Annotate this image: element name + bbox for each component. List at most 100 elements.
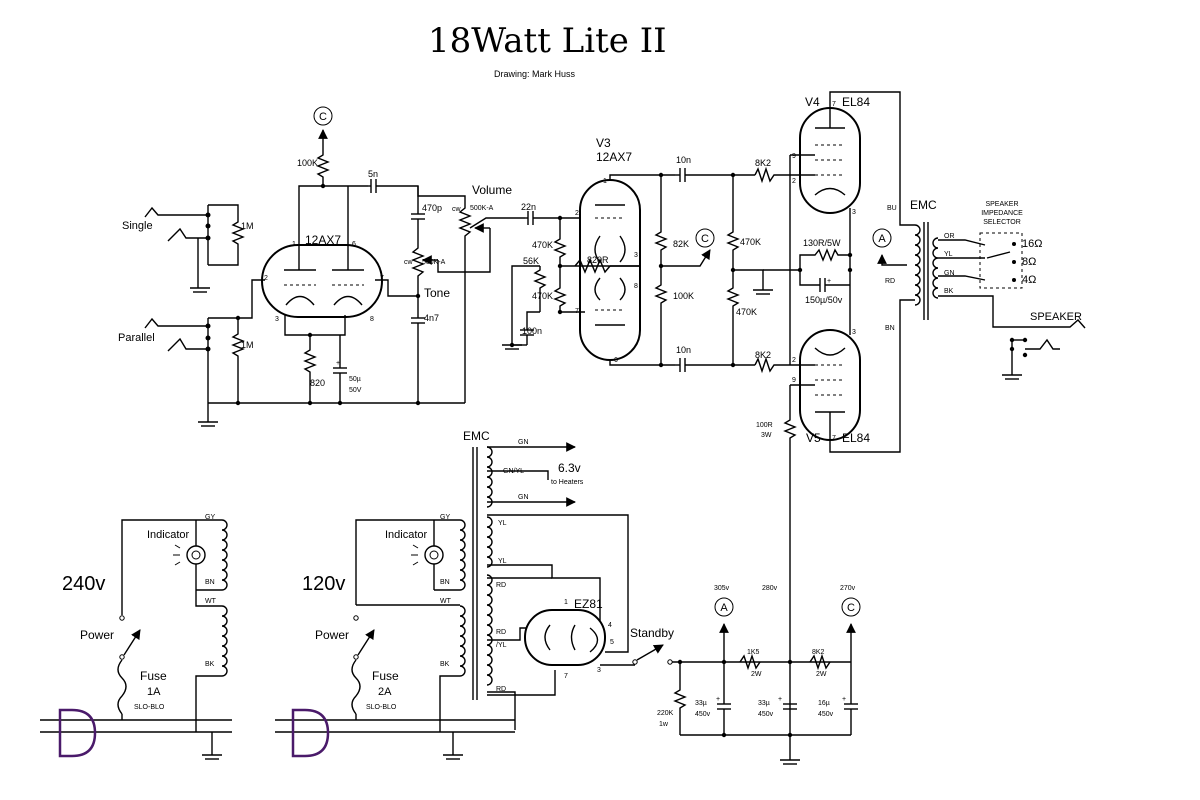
- indicator-lamp-240: [186, 545, 206, 565]
- svg-text:130R/5W: 130R/5W: [803, 238, 841, 248]
- svg-text:220K: 220K: [657, 710, 674, 717]
- tone-pot[interactable]: [411, 245, 425, 318]
- mains-240v-label: 240v: [62, 573, 105, 595]
- svg-text:6: 6: [614, 357, 618, 364]
- volume-pot[interactable]: [458, 205, 472, 403]
- svg-text:470p: 470p: [422, 203, 442, 213]
- svg-text:22n: 22n: [521, 202, 536, 212]
- svg-text:470K: 470K: [532, 240, 553, 250]
- svg-text:5: 5: [610, 639, 614, 646]
- svg-text:16Ω: 16Ω: [1022, 238, 1042, 250]
- svg-text:1: 1: [292, 241, 296, 248]
- node-c-marker: [313, 106, 333, 126]
- svg-text:16µ: 16µ: [818, 700, 830, 707]
- mains-plug-120: [291, 708, 330, 758]
- svg-text:IMPEDANCE: IMPEDANCE: [981, 210, 1023, 217]
- resistor-470k-a: [553, 236, 567, 266]
- svg-text:C: C: [847, 602, 855, 614]
- label-50v: 50V: [349, 387, 362, 394]
- svg-text:EL84: EL84: [842, 431, 870, 445]
- parallel-jack[interactable]: [144, 317, 208, 329]
- svg-text:7: 7: [832, 435, 836, 442]
- parallel-input-label: Parallel: [118, 332, 155, 344]
- svg-text:Fuse: Fuse: [372, 669, 399, 683]
- svg-text:GY: GY: [440, 514, 450, 521]
- svg-text:1w: 1w: [659, 721, 669, 728]
- svg-text:33µ: 33µ: [695, 700, 707, 707]
- svg-text:+: +: [842, 696, 846, 703]
- svg-text:cw: cw: [452, 206, 462, 213]
- svg-text:EZ81: EZ81: [574, 597, 603, 611]
- svg-text:GN/YL: GN/YL: [503, 468, 524, 475]
- svg-text:1K5: 1K5: [747, 649, 760, 656]
- impedance-selector-switch[interactable]: [986, 251, 1011, 259]
- svg-text:3W: 3W: [761, 432, 772, 439]
- svg-text:YL: YL: [498, 558, 507, 565]
- svg-text:450v: 450v: [695, 711, 711, 718]
- mains-plug-240: [58, 708, 97, 758]
- svg-text:4n7: 4n7: [424, 313, 439, 323]
- svg-text:500K-A: 500K-A: [422, 259, 446, 266]
- svg-text:A: A: [878, 233, 886, 245]
- svg-text:10n: 10n: [676, 345, 691, 355]
- resistor-1m-single: [208, 218, 245, 266]
- fuse-240: [117, 659, 127, 715]
- svg-text:EL84: EL84: [842, 95, 870, 109]
- svg-text:BK: BK: [205, 661, 215, 668]
- power-switch-240[interactable]: [123, 629, 141, 656]
- svg-text:WT: WT: [205, 598, 217, 605]
- svg-text:470K: 470K: [736, 307, 757, 317]
- svg-text:100K: 100K: [673, 291, 694, 301]
- svg-text:+: +: [827, 278, 831, 285]
- single-jack[interactable]: [144, 206, 208, 218]
- mains-120v-section: 120v Indicator GY BN WT BK Power Fuse 2A…: [275, 514, 515, 760]
- svg-text:1M: 1M: [241, 340, 254, 350]
- svg-text:6: 6: [352, 241, 356, 248]
- standby-switch[interactable]: [636, 644, 664, 661]
- svg-text:SLO-BLO: SLO-BLO: [366, 704, 397, 711]
- svg-text:YL: YL: [498, 520, 507, 527]
- power-transformer: EMC GN GN/YL GN 6.3v to Heaters YL YL RD…: [463, 429, 629, 730]
- svg-text:100R: 100R: [756, 422, 773, 429]
- svg-text:Power: Power: [315, 628, 349, 642]
- svg-text:to Heaters: to Heaters: [551, 479, 584, 486]
- svg-text:56K: 56K: [523, 256, 539, 266]
- power-switch-120[interactable]: [357, 629, 375, 656]
- preamp-section: C 100K 5n 12AX7 1 6 2 7 3 8: [118, 106, 525, 427]
- svg-text:2: 2: [264, 275, 268, 282]
- svg-text:8Ω: 8Ω: [1022, 256, 1036, 268]
- svg-text:3: 3: [597, 667, 601, 674]
- svg-text:Power: Power: [80, 628, 114, 642]
- svg-text:GN: GN: [518, 494, 529, 501]
- svg-text:Indicator: Indicator: [147, 529, 190, 541]
- speaker-jack[interactable]: [1030, 319, 1086, 329]
- svg-text:SELECTOR: SELECTOR: [983, 219, 1021, 226]
- label-820: 820: [310, 378, 325, 388]
- single-input-label: Single: [122, 220, 153, 232]
- resistor-1m-parallel: [231, 330, 245, 403]
- v3-type: 12AX7: [596, 150, 632, 164]
- svg-text:A: A: [720, 602, 728, 614]
- svg-text:6.3v: 6.3v: [558, 461, 581, 475]
- svg-text:4: 4: [608, 622, 612, 629]
- svg-text:9: 9: [792, 153, 796, 160]
- svg-text:7: 7: [832, 101, 836, 108]
- svg-text:3: 3: [634, 252, 638, 259]
- svg-text:YL: YL: [944, 251, 953, 258]
- svg-text:+: +: [716, 696, 720, 703]
- svg-text:4Ω: 4Ω: [1022, 274, 1036, 286]
- output-transformer: EMC BU RD BN A OR YL GN BK SPEAKER IMPED…: [872, 198, 1086, 380]
- preamp-tube-label: 12AX7: [305, 233, 341, 247]
- label-50u: 50µ: [349, 376, 361, 383]
- svg-text:305v: 305v: [714, 585, 730, 592]
- svg-text:BU: BU: [887, 205, 897, 212]
- svg-text:8: 8: [370, 316, 374, 323]
- svg-text:GN: GN: [944, 270, 955, 277]
- svg-text:/YL: /YL: [496, 642, 507, 649]
- svg-text:1A: 1A: [147, 686, 161, 698]
- svg-text:100n: 100n: [522, 326, 542, 336]
- supply-filter: 305v 280v 270v A C 1K5 2W 8K2 2W 220K 1w…: [657, 585, 861, 765]
- fuse-120: [351, 659, 361, 715]
- svg-text:3: 3: [852, 209, 856, 216]
- svg-text:BN: BN: [440, 579, 450, 586]
